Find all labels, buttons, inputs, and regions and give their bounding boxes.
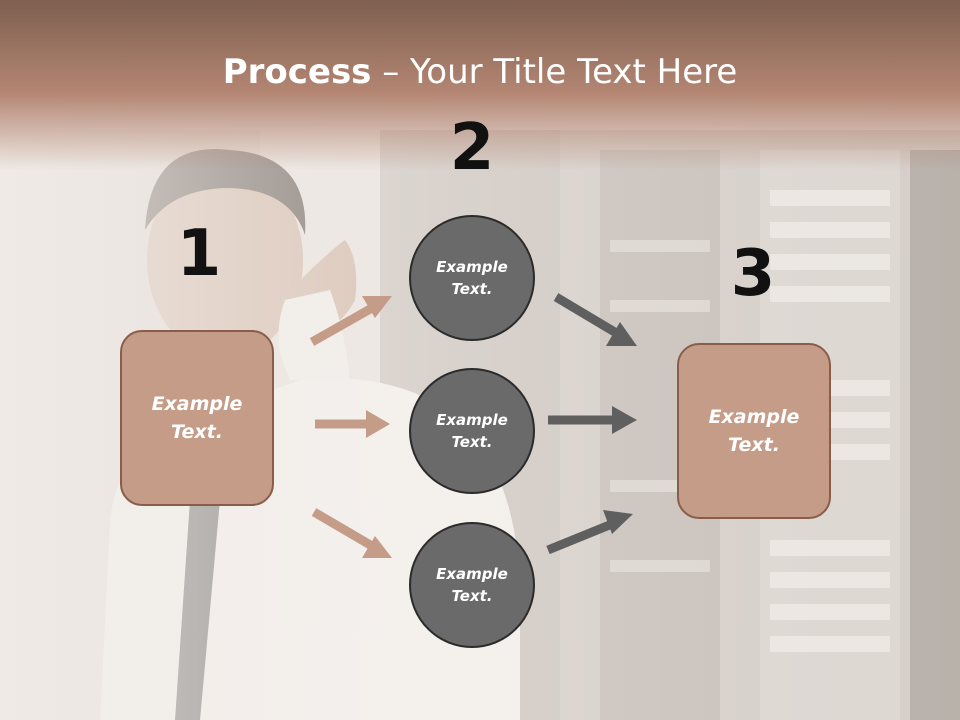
step-2-circle-middle: Example Text. — [409, 368, 535, 494]
step-number-2: 2 — [449, 111, 495, 185]
circle-bottom-label: Example Text. — [436, 564, 508, 606]
circle-middle-label: Example Text. — [436, 410, 508, 452]
step-2-circle-top: Example Text. — [409, 215, 535, 341]
arrow-to-middle-circle — [315, 410, 390, 438]
step-1-label: Example Text. — [151, 392, 243, 444]
step-3-box: Example Text. — [677, 343, 831, 519]
arrow-from-top-circle — [553, 293, 637, 346]
arrow-to-bottom-circle — [311, 508, 392, 558]
slide-title: Process – Your Title Text Here — [0, 52, 960, 92]
arrow-from-bottom-circle — [546, 510, 633, 555]
circle-top-label: Example Text. — [436, 257, 508, 299]
title-rest: – Your Title Text Here — [371, 52, 738, 92]
title-bold: Process — [222, 52, 372, 92]
step-3-label: Example Text. — [708, 405, 800, 457]
step-number-3: 3 — [730, 237, 776, 311]
arrow-from-middle-circle — [548, 406, 637, 434]
step-1-box: Example Text. — [120, 330, 274, 506]
step-2-circle-bottom: Example Text. — [409, 522, 535, 648]
step-number-1: 1 — [176, 217, 222, 291]
arrow-to-top-circle — [309, 296, 392, 346]
